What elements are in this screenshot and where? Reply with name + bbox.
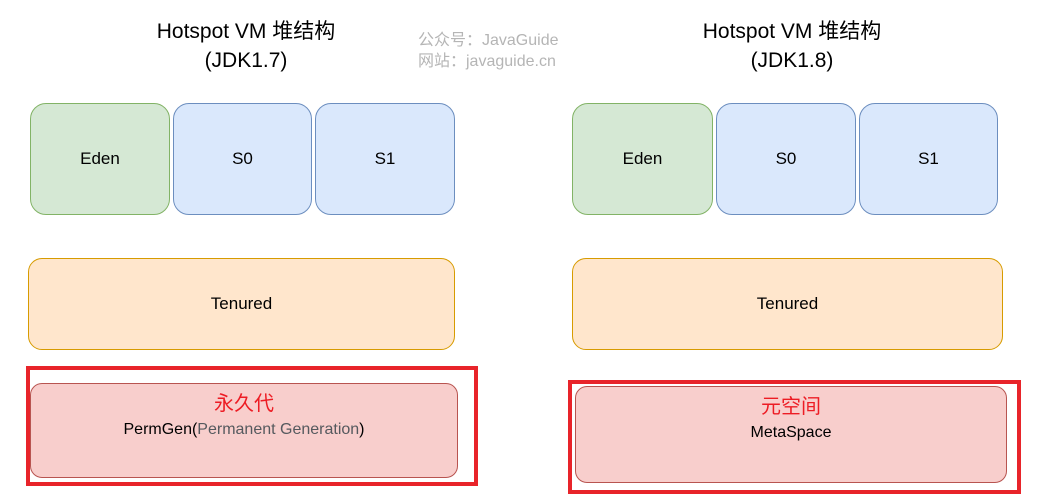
- jdk17-s0-label: S0: [232, 149, 253, 168]
- jdk18-s1-label: S1: [918, 149, 939, 168]
- jdk18-tenured-box: Tenured: [572, 258, 1003, 350]
- watermark: 公众号：JavaGuide 网站：javaguide.cn: [418, 30, 559, 72]
- jdk17-eden-box: Eden: [30, 103, 170, 215]
- jdk18-s0-label: S0: [775, 149, 797, 168]
- jdk18-metaspace-cn-label: 元空间: [761, 396, 821, 418]
- jdk17-permgen-gray-text: Permanent Generation: [197, 421, 360, 438]
- jdk18-title-line1: Hotspot VM 堆结构: [702, 20, 882, 43]
- jdk17-title: Hotspot VM 堆结构 (JDK1.7): [96, 17, 396, 75]
- jdk17-s1-box: S1: [315, 103, 455, 215]
- jdk17-tenured-label: Tenured: [210, 294, 273, 313]
- jdk18-metaspace-en-label: MetaSpace: [750, 424, 832, 441]
- jdk17-title-line1: Hotspot VM 堆结构: [156, 20, 336, 43]
- jdk17-eden-label: Eden: [80, 149, 120, 168]
- jdk17-permgen-suffix: ): [359, 421, 365, 438]
- jdk17-s0-box: S0: [173, 103, 312, 215]
- jdk18-eden-box: Eden: [572, 103, 713, 215]
- jdk17-permgen-cn-label: 永久代: [214, 393, 274, 415]
- jdk17-title-line2: (JDK1.7): [204, 49, 288, 72]
- jdk17-permgen-highlight-rect: [26, 366, 478, 486]
- watermark-account-line: 公众号：JavaGuide: [418, 32, 559, 49]
- jdk18-metaspace-highlight-rect: [568, 380, 1021, 494]
- jdk18-s1-box: S1: [859, 103, 998, 215]
- jdk18-tenured-label: Tenured: [756, 294, 819, 313]
- jdk18-title: Hotspot VM 堆结构 (JDK1.8): [642, 17, 942, 75]
- jdk17-tenured-box: Tenured: [28, 258, 455, 350]
- jdk17-permgen-prefix: PermGen(: [123, 421, 198, 438]
- jdk18-eden-label: Eden: [622, 149, 663, 168]
- jdk17-s1-label: S1: [374, 149, 396, 168]
- jdk17-permgen-box: 永久代 PermGen(Permanent Generation): [30, 383, 458, 478]
- jdk18-s0-box: S0: [716, 103, 856, 215]
- watermark-site-line: 网站：javaguide.cn: [418, 53, 556, 70]
- jdk18-metaspace-box: 元空间 MetaSpace: [575, 386, 1007, 483]
- jdk18-title-line2: (JDK1.8): [750, 49, 834, 72]
- jdk17-permgen-en-label: PermGen(Permanent Generation): [31, 418, 457, 441]
